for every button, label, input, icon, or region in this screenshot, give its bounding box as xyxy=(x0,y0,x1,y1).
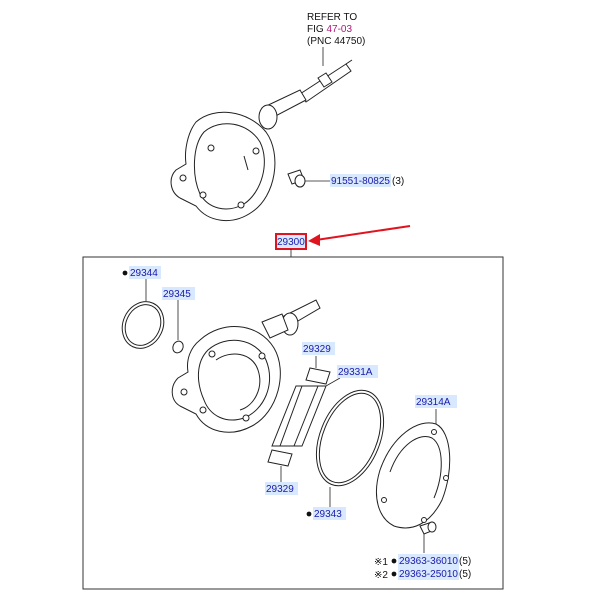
ref-mark-1: ※1 xyxy=(374,557,388,568)
refer-fig-prefix: FIG xyxy=(307,24,326,35)
refer-line-2: FIG 47-03 xyxy=(307,24,352,35)
part-label-29344[interactable]: 29344 xyxy=(122,266,161,279)
assembly-number[interactable]: 29300 xyxy=(277,237,305,248)
part-row-29363-1: ※1 29363-36010 (5) xyxy=(374,554,471,568)
ring-29345-drawing xyxy=(172,300,184,354)
part-number-29344[interactable]: 29344 xyxy=(130,268,158,279)
vane-29329-top-drawing xyxy=(305,356,331,385)
refer-fig-link[interactable]: 47-03 xyxy=(326,24,352,35)
oring-29343-drawing xyxy=(315,389,385,508)
top-pump-body xyxy=(170,111,276,222)
part-number-29345[interactable]: 29345 xyxy=(163,289,191,300)
refer-line-3: (PNC 44750) xyxy=(307,36,365,47)
part-label-29343[interactable]: 29343 xyxy=(306,507,346,520)
top-bolt-drawing xyxy=(287,169,330,188)
part-qty-29363-25010: (5) xyxy=(459,569,471,580)
part-label-91551[interactable]: 91551-80825 xyxy=(330,174,391,187)
vane-29329-bottom-drawing xyxy=(267,449,293,482)
part-label-29363-36010[interactable]: 29363-36010 xyxy=(398,554,459,567)
refer-line-1: REFER TO xyxy=(307,12,357,23)
rotor-29331a-drawing xyxy=(271,377,341,447)
part-label-29329-top[interactable]: 29329 xyxy=(302,342,335,355)
oring-29344-drawing xyxy=(121,279,165,349)
part-row-29363-2: ※2 29363-25010 (5) xyxy=(374,567,471,581)
part-number-29329-bottom[interactable]: 29329 xyxy=(266,484,294,495)
assembly-callout[interactable]: 29300 xyxy=(275,233,307,250)
part-number-29314a[interactable]: 29314A xyxy=(416,397,451,408)
cover-29314a-drawing xyxy=(376,409,451,529)
part-label-29329-bottom[interactable]: 29329 xyxy=(265,482,298,495)
part-number-29363-25010[interactable]: 29363-25010 xyxy=(399,569,458,580)
bullet-29343 xyxy=(306,511,312,517)
bullet-29344 xyxy=(122,270,128,276)
part-number-29329-top[interactable]: 29329 xyxy=(303,344,331,355)
cover-bolt-drawing xyxy=(419,521,437,553)
exploded-pump-body-drawing xyxy=(171,299,321,433)
part-number-29363-36010[interactable]: 29363-36010 xyxy=(399,556,458,567)
red-arrow-line xyxy=(315,225,411,241)
part-label-29314a[interactable]: 29314A xyxy=(415,395,457,408)
part-number-91551[interactable]: 91551-80825 xyxy=(331,176,390,187)
part-label-29331a[interactable]: 29331A xyxy=(337,365,378,378)
part-qty-29363-36010: (5) xyxy=(459,556,471,567)
refer-note: REFER TO FIG 47-03 (PNC 44750) xyxy=(307,12,365,66)
top-shaft-collar xyxy=(258,104,278,130)
part-label-29363-25010[interactable]: 29363-25010 xyxy=(398,567,459,580)
part-number-29331a[interactable]: 29331A xyxy=(338,367,373,378)
part-label-29345[interactable]: 29345 xyxy=(162,287,195,300)
red-arrow-head xyxy=(308,234,320,246)
part-number-29343[interactable]: 29343 xyxy=(314,509,342,520)
top-hose-clamp xyxy=(317,72,333,88)
bullet-29363-1 xyxy=(391,558,397,564)
ref-mark-2: ※2 xyxy=(374,570,388,581)
top-pump-drawing xyxy=(170,59,353,222)
bullet-29363-2 xyxy=(391,571,397,577)
assembly-frame xyxy=(82,256,504,590)
part-qty-91551: (3) xyxy=(392,176,404,187)
